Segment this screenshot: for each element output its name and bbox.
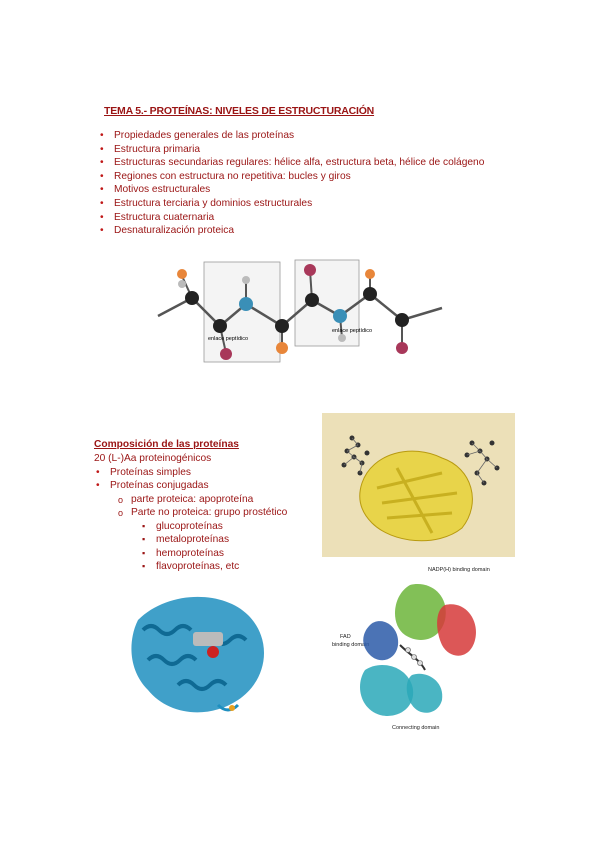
topic-item: Estructuras secundarias regulares: hélic… — [98, 156, 484, 170]
nitrogen-atom — [239, 297, 253, 311]
oxygen-atom — [304, 264, 316, 276]
composition-subsub-item: flavoproteínas, etc — [94, 560, 287, 574]
connecting-domain-label: Connecting domain — [392, 725, 440, 731]
composition-bullet: Proteínas simples — [94, 466, 287, 480]
peptide-plane-left — [203, 261, 281, 363]
nadp-domain-label: NADP(H) binding domain — [428, 567, 490, 573]
carbon-atom — [363, 287, 377, 301]
carbon-atom — [305, 293, 319, 307]
composition-list: 20 (L-)Aa proteinogénicos Proteínas simp… — [94, 452, 287, 574]
composition-line: 20 (L-)Aa proteinogénicos — [94, 453, 212, 464]
topic-item: Estructura terciaria y dominios estructu… — [98, 197, 484, 211]
carbon-atom — [213, 319, 227, 333]
nitrogen-atom — [333, 309, 347, 323]
hydrogen-atom — [178, 280, 186, 288]
page-title: TEMA 5.- PROTEÍNAS: NIVELES DE ESTRUCTUR… — [104, 105, 375, 117]
composition-title: Composición de las proteínas — [94, 439, 239, 450]
peptide-bond-label: enlace peptídico — [332, 328, 372, 334]
flavoprotein-image — [360, 584, 476, 716]
hemoprotein-image — [131, 596, 265, 713]
peptide-plane-right — [294, 259, 360, 347]
fad-domain-label-1: FAD — [340, 634, 351, 640]
topic-item: Desnaturalización proteica — [98, 224, 484, 238]
topic-item: Propiedades generales de las proteínas — [98, 129, 484, 143]
composition-sub-item: Parte no proteica: grupo prostético — [94, 506, 287, 520]
carbon-atom — [185, 291, 199, 305]
topic-item: Regiones con estructura no repetitiva: b… — [98, 170, 484, 184]
hydrogen-atom — [242, 276, 250, 284]
carbon-atom — [395, 313, 409, 327]
peptide-bond-diagram: enlace peptídico enlace peptídico — [157, 259, 443, 363]
topic-item: Motivos estructurales — [98, 183, 484, 197]
oxygen-atom — [220, 348, 232, 360]
topic-item: Estructura primaria — [98, 143, 484, 157]
r-group-atom — [276, 342, 288, 354]
composition-subsub-item: hemoproteínas — [94, 547, 287, 561]
topic-list: Propiedades generales de las proteínas E… — [98, 129, 484, 238]
carbon-atom — [275, 319, 289, 333]
r-group-atom — [365, 269, 375, 279]
topic-item: Estructura cuaternaria — [98, 211, 484, 225]
glycoprotein-image — [322, 413, 515, 557]
hydrogen-atom — [338, 334, 346, 342]
r-group-atom — [177, 269, 187, 279]
composition-subsub-item: metaloproteínas — [94, 533, 287, 547]
peptide-bond-label: enlace peptídico — [208, 336, 248, 342]
composition-bullet: Proteínas conjugadas — [94, 479, 287, 493]
composition-subsub-item: glucoproteínas — [94, 520, 287, 534]
heme-iron — [207, 646, 219, 658]
composition-sub-item: parte proteica: apoproteína — [94, 493, 287, 506]
fad-domain-label-2: binding domain — [332, 642, 370, 648]
oxygen-atom — [396, 342, 408, 354]
